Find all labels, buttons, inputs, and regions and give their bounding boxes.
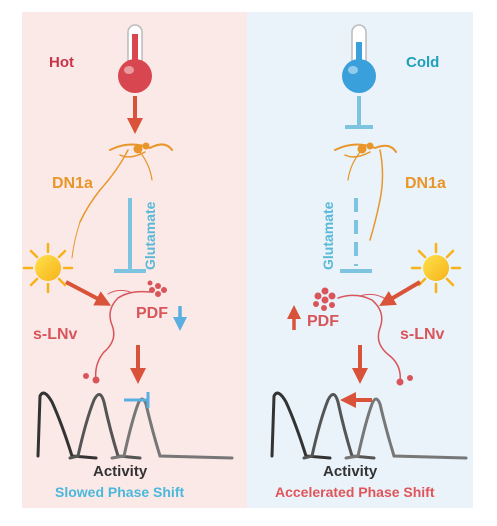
- slnv-neuron-left: [83, 289, 151, 384]
- pdf-release-left: [147, 280, 167, 297]
- hot-panel: [22, 12, 247, 508]
- slnv-neuron-right: [337, 293, 413, 386]
- glutamate-inhibition-right: [340, 198, 372, 273]
- dn1a-neuron-right: [334, 142, 397, 241]
- sun-icon: [22, 242, 74, 294]
- cold-label: Cold: [406, 54, 440, 71]
- glutamate-label-left: Glutamate: [142, 201, 158, 270]
- dn1a-neuron-left: [71, 142, 173, 259]
- pdf-label-right: PDF: [307, 313, 339, 330]
- activity-label-right: Activity: [323, 463, 378, 480]
- result-label-left: Slowed Phase Shift: [55, 484, 185, 500]
- light-arrow-right: [379, 280, 422, 307]
- thermometer-cold-icon: [342, 24, 376, 93]
- glutamate-label-right: Glutamate: [320, 201, 336, 270]
- glutamate-inhibition-left: [114, 198, 146, 273]
- dn1a-label-left: DN1a: [52, 175, 93, 192]
- thermometer-hot-icon: [118, 24, 152, 93]
- pdf-release-right: [313, 287, 336, 311]
- activity-curve-icon: [36, 391, 234, 460]
- dn1a-label-right: DN1a: [405, 175, 446, 192]
- result-label-right: Accelerated Phase Shift: [275, 484, 435, 500]
- hot-label: Hot: [49, 54, 74, 71]
- activity-label-left: Activity: [93, 463, 148, 480]
- slnv-label-left: s-LNv: [33, 326, 78, 343]
- phase-shift-inhibition-left: [124, 392, 150, 408]
- light-arrow-left: [65, 280, 112, 306]
- inhibition-bar-icon: [345, 96, 373, 129]
- sun-icon: [410, 242, 462, 294]
- activity-curve-icon: [270, 391, 468, 460]
- slnv-label-right: s-LNv: [400, 326, 445, 343]
- pdf-label-left: PDF: [136, 305, 168, 322]
